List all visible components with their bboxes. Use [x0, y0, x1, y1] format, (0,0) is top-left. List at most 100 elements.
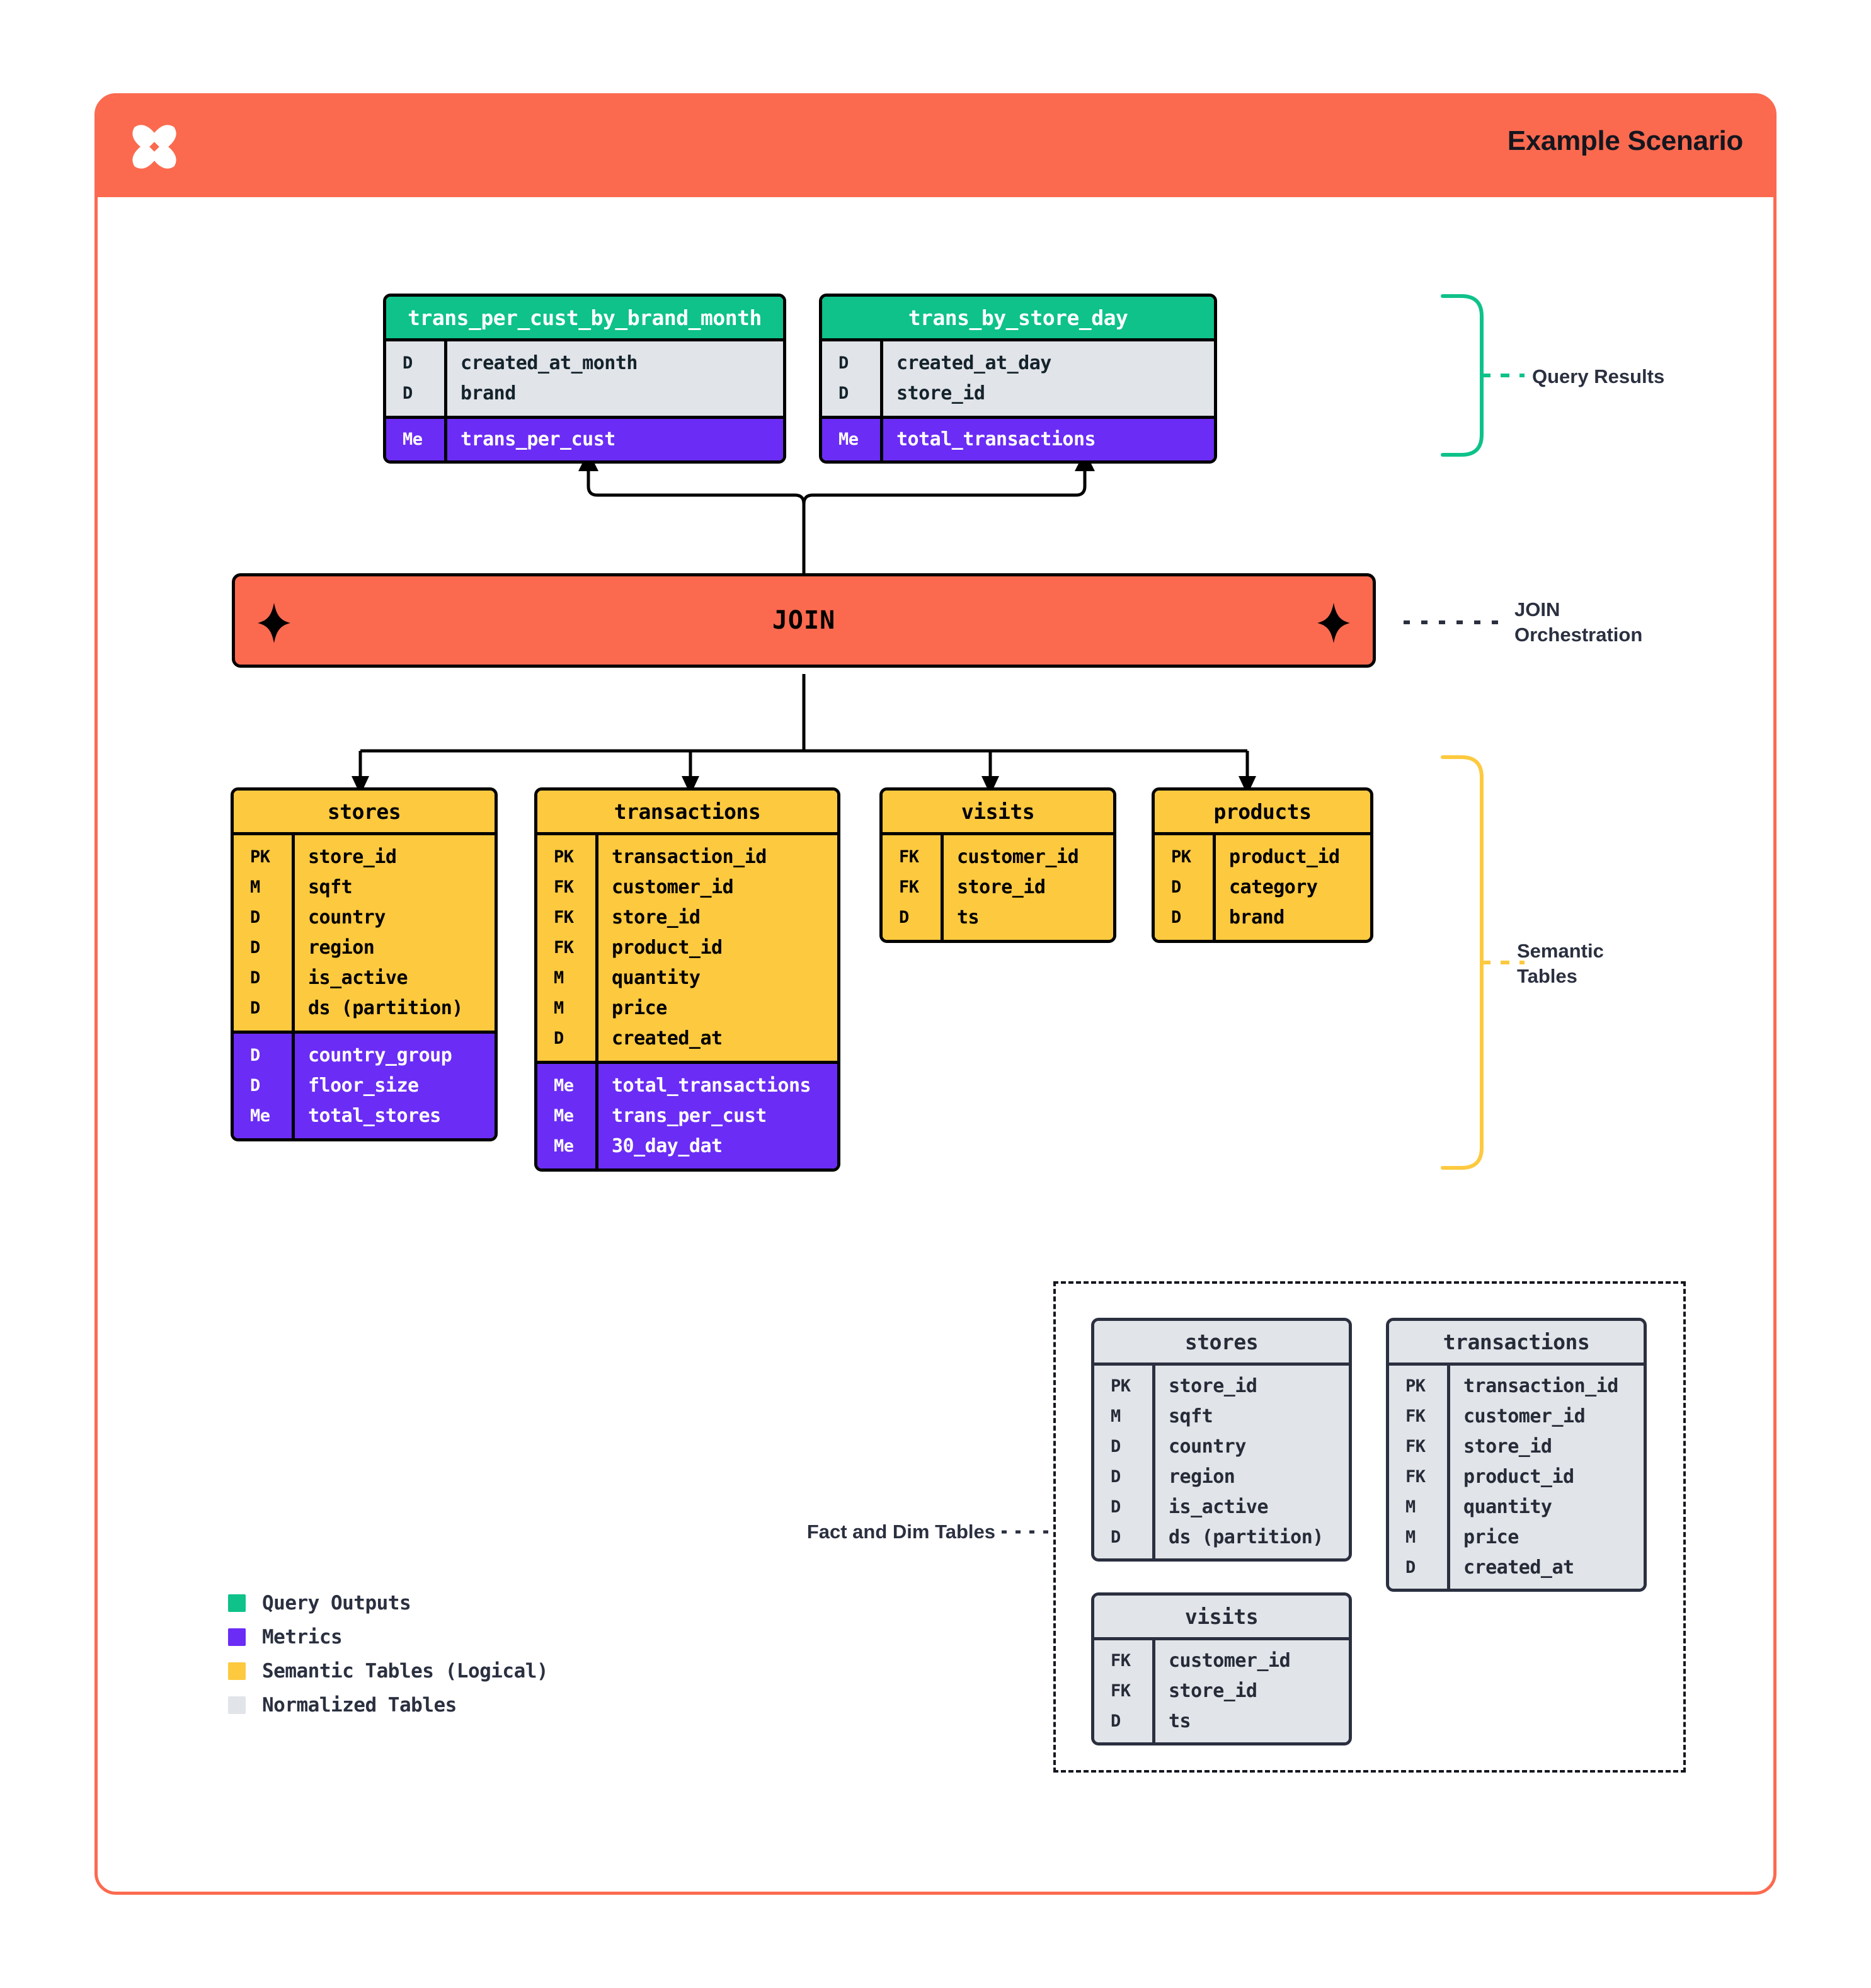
row-field: ds (partition): [308, 997, 463, 1019]
row-field: price: [1463, 1526, 1519, 1548]
row-field: store_id: [612, 906, 701, 928]
row-key: Me: [554, 1136, 574, 1156]
legend: Query Outputs Metrics Semantic Tables (L…: [228, 1586, 549, 1722]
table-title: visits: [1094, 1596, 1349, 1637]
metric-rows: Me trans_per_cust: [386, 416, 783, 460]
row-key: FK: [1405, 1406, 1426, 1426]
page-title: Example Scenario: [1507, 125, 1744, 156]
row-field: store_id: [1169, 1679, 1257, 1702]
row-key: D: [1171, 877, 1181, 897]
row-field: floor_size: [308, 1074, 419, 1097]
legend-swatch-metrics: [228, 1628, 246, 1646]
row-field: transaction_id: [1463, 1374, 1618, 1397]
table-row: D created_at_month: [386, 348, 783, 378]
row-key: FK: [1405, 1436, 1426, 1456]
row-key: FK: [899, 877, 919, 897]
row-key: FK: [1405, 1466, 1426, 1487]
join-orchestration-bar[interactable]: JOIN: [232, 573, 1376, 668]
row-key: D: [403, 353, 413, 373]
frame-header: Example Scenario: [98, 96, 1773, 197]
annotation-semantic-tables: Semantic Tables: [1517, 939, 1604, 988]
query-result-table-0[interactable]: trans_per_cust_by_brand_month D created_…: [383, 294, 786, 464]
table-row: D created_at_day: [822, 348, 1214, 378]
table-title: stores: [1094, 1321, 1349, 1362]
table-title: transactions: [1389, 1321, 1644, 1362]
table-title: trans_by_store_day: [822, 297, 1214, 338]
row-field: region: [1169, 1465, 1235, 1488]
row-key: PK: [1405, 1376, 1426, 1396]
row-field: sqft: [1169, 1405, 1213, 1427]
row-field: category: [1229, 876, 1318, 898]
fact-and-dim-group: [1053, 1281, 1686, 1773]
table-row: Me total_transactions: [822, 424, 1214, 454]
normalized-table-transactions[interactable]: transactions PK transaction_id FK customer…: [1386, 1318, 1647, 1592]
row-key: Me: [554, 1105, 574, 1126]
row-key: D: [250, 907, 260, 927]
row-field: customer_id: [1463, 1405, 1586, 1427]
row-field: store_id: [1169, 1374, 1257, 1397]
table-row: Me 30_day_dat: [537, 1131, 837, 1161]
legend-swatch-semantic-tables: [228, 1662, 246, 1680]
query-result-table-1[interactable]: trans_by_store_day D created_at_day D st…: [819, 294, 1217, 464]
row-key: D: [250, 937, 260, 957]
row-field: store_id: [1463, 1435, 1552, 1458]
row-field: country: [1169, 1435, 1246, 1458]
row-field: total_transactions: [896, 428, 1096, 450]
table-title: visits: [883, 791, 1113, 832]
row-key: D: [899, 907, 909, 927]
row-field: ts: [1169, 1710, 1191, 1732]
row-key: PK: [1171, 847, 1191, 867]
row-field: product_id: [1463, 1465, 1574, 1488]
row-key: Me: [403, 429, 423, 449]
row-field: trans_per_cust: [461, 428, 615, 450]
row-key: PK: [554, 847, 574, 867]
row-field: created_at_month: [461, 351, 638, 374]
row-key: D: [1111, 1497, 1121, 1517]
table-row: PK transaction_id: [537, 842, 837, 872]
row-key: D: [1111, 1711, 1121, 1731]
row-field: 30_day_dat: [612, 1134, 723, 1157]
row-key: D: [250, 1045, 260, 1065]
logo-x-icon: [125, 118, 183, 176]
dimension-rows: D created_at_month D brand: [386, 338, 783, 416]
row-key: FK: [1111, 1681, 1131, 1701]
table-row: FK product_id: [1389, 1461, 1644, 1492]
row-key: D: [403, 383, 413, 403]
table-row: FK store_id: [883, 872, 1113, 902]
row-key: D: [1111, 1527, 1121, 1547]
row-field: store_id: [957, 876, 1046, 898]
legend-label: Query Outputs: [262, 1592, 411, 1614]
legend-item: Semantic Tables (Logical): [228, 1654, 549, 1688]
legend-item: Query Outputs: [228, 1586, 548, 1620]
row-field: sqft: [308, 876, 353, 898]
row-field: quantity: [1463, 1495, 1552, 1518]
row-key: M: [1111, 1406, 1121, 1426]
row-field: store_id: [896, 382, 985, 404]
row-field: transaction_id: [612, 845, 767, 868]
table-title: stores: [234, 791, 495, 832]
table-row: FK store_id: [1389, 1431, 1644, 1461]
row-key: M: [250, 877, 260, 897]
